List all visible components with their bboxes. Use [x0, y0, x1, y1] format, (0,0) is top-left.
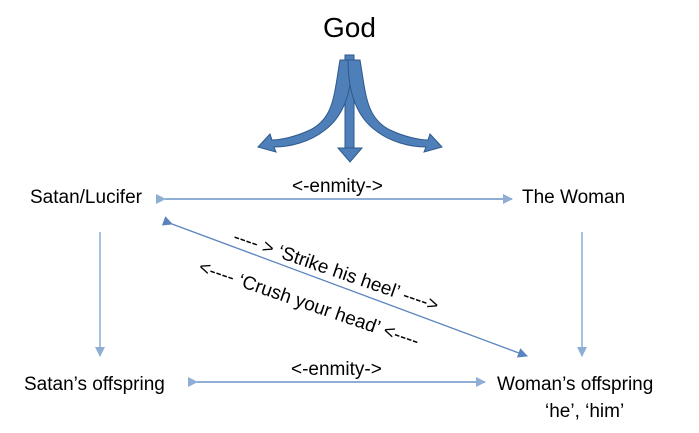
node-satan-offspring: Satan’s offspring	[24, 374, 165, 395]
diagonal-conflict-line	[161, 216, 528, 358]
edge-label-bottom-enmity: <-enmity->	[291, 359, 382, 380]
node-woman: The Woman	[522, 187, 626, 208]
node-woman-offspring: Woman’s offspring	[497, 374, 654, 395]
edge-label-top-enmity: <-enmity->	[292, 176, 383, 197]
node-woman-offspring-pronouns: ‘he’, ‘him’	[545, 401, 625, 422]
god-divergence-arrow-icon	[257, 54, 443, 163]
node-satan: Satan/Lucifer	[30, 187, 142, 208]
diagram-title-god: God	[323, 12, 376, 43]
